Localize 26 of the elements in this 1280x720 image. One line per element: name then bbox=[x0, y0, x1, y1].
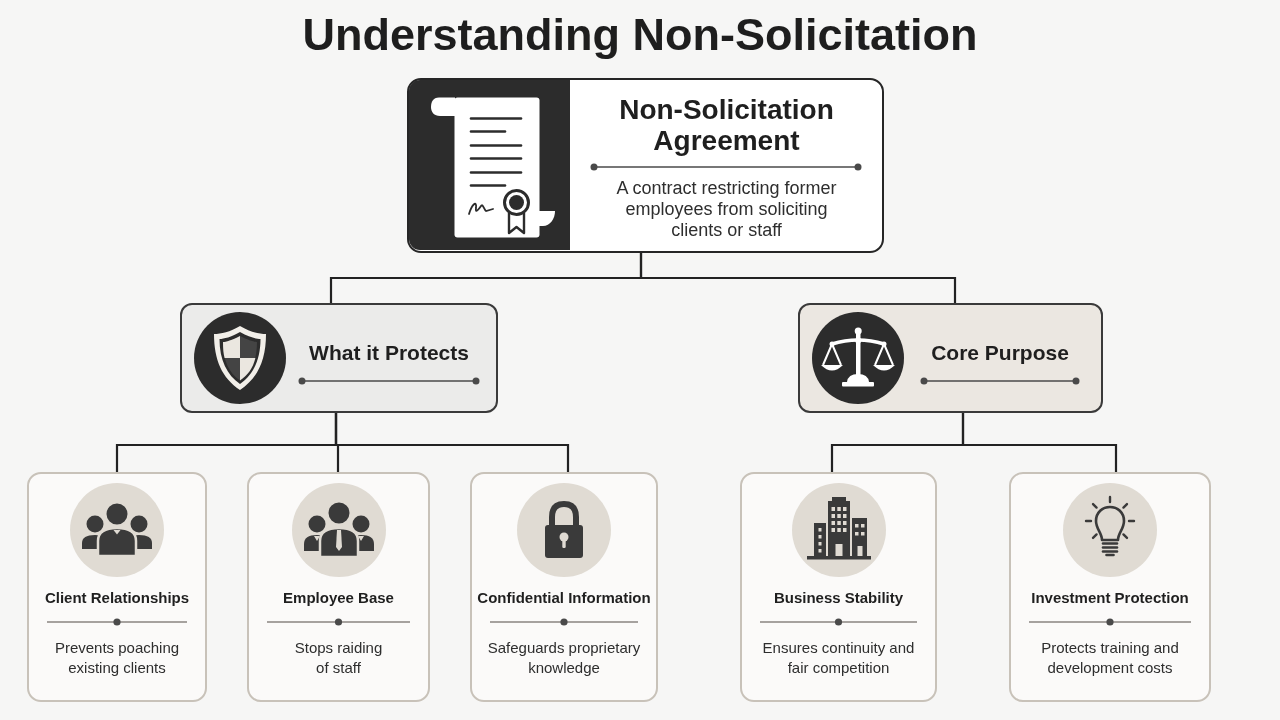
connector-line bbox=[961, 413, 1118, 472]
category-card bbox=[180, 303, 498, 413]
item-card bbox=[470, 472, 658, 702]
connector-line bbox=[334, 413, 570, 472]
card-description: Stops raiding of staff bbox=[293, 638, 384, 677]
card-heading: Non-Solicitation Agreement bbox=[618, 94, 835, 156]
card-heading: Business Stability bbox=[772, 588, 905, 608]
card-heading: Core Purpose bbox=[930, 340, 1070, 366]
card-heading: Investment Protection bbox=[1030, 588, 1190, 608]
card-heading: Employee Base bbox=[282, 588, 395, 608]
item-card bbox=[27, 472, 207, 702]
card-description: Safeguards proprietary knowledge bbox=[486, 638, 642, 677]
item-card bbox=[247, 472, 430, 702]
card-heading: Confidential Information bbox=[476, 588, 652, 608]
card-description: Prevents poaching existing clients bbox=[53, 638, 181, 677]
card-description: A contract restricting former employees from soliciting clients or staff bbox=[615, 178, 838, 241]
card-description: Protects training and development costs bbox=[1040, 638, 1180, 677]
agreement-card bbox=[407, 78, 884, 253]
category-card bbox=[798, 303, 1103, 413]
connector-line bbox=[639, 253, 957, 303]
page-title: Understanding Non-Solicitation bbox=[301, 8, 979, 62]
card-heading: What it Protects bbox=[308, 340, 470, 366]
card-heading: Client Relationships bbox=[43, 588, 191, 608]
item-card bbox=[740, 472, 937, 702]
item-card bbox=[1009, 472, 1211, 702]
card-description: Ensures continuity and fair competition bbox=[761, 638, 916, 677]
